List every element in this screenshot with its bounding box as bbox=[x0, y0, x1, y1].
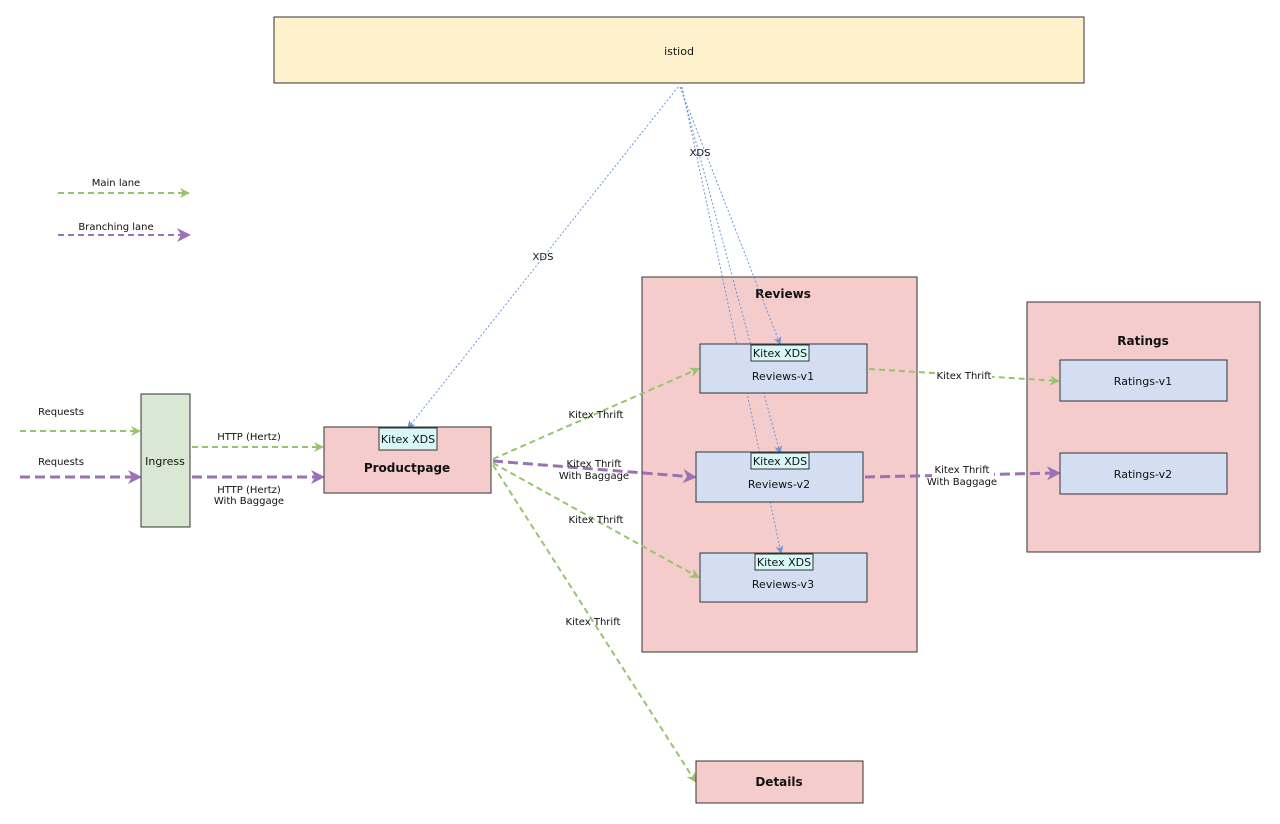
kitex-thrift-reviews-v2-label-line2: With Baggage bbox=[559, 471, 629, 482]
reviews-v2-node[interactable]: Kitex XDS Reviews-v2 bbox=[695, 451, 864, 503]
legend-main-lane-label: Main lane bbox=[92, 178, 140, 189]
reviews-v3-kitex-xds-label: Kitex XDS bbox=[757, 556, 811, 569]
details-label: Details bbox=[755, 775, 802, 789]
productpage-reviews-v2-arrow bbox=[492, 459, 697, 484]
http-hertz-baggage-label-line2: With Baggage bbox=[214, 496, 284, 507]
kitex-thrift-reviews-v2-label-line1: Kitex Thrift bbox=[567, 459, 622, 470]
kitex-thrift-reviews-v1-label: Kitex Thrift bbox=[569, 410, 624, 421]
requests-edges: Requests Requests bbox=[20, 407, 142, 484]
ratings-group[interactable]: Ratings bbox=[1026, 301, 1261, 553]
productpage-node[interactable]: Kitex XDS Productpage bbox=[323, 426, 492, 494]
reviews-v1-kitex-xds-label: Kitex XDS bbox=[753, 347, 807, 360]
reviews-group-title: Reviews bbox=[755, 287, 811, 301]
details-node[interactable]: Details bbox=[695, 760, 864, 804]
kitex-thrift-ratings-v2-label-line1: Kitex Thrift bbox=[935, 465, 990, 476]
reviews-v1-kitex-xds-badge bbox=[750, 344, 810, 362]
productpage-kitex-xds-label: Kitex XDS bbox=[381, 433, 435, 446]
legend: Main lane Branching lane bbox=[58, 178, 191, 242]
xds-line-reviews-v2 bbox=[680, 86, 783, 454]
reviews-v1-label: Reviews-v1 bbox=[752, 370, 814, 383]
productpage-reviews-v1-arrow bbox=[492, 367, 700, 460]
ratings-v2-node[interactable]: Ratings-v2 bbox=[1059, 452, 1228, 495]
kitex-thrift-ratings-v1-label: Kitex Thrift bbox=[937, 371, 992, 382]
productpage-out-edges: Kitex Thrift Kitex Thrift With Baggage K… bbox=[492, 367, 700, 783]
ratings-v1-label: Ratings-v1 bbox=[1114, 375, 1172, 388]
reviews-v2-label: Reviews-v2 bbox=[748, 478, 810, 491]
kitex-thrift-ratings-v2-label-bg bbox=[932, 463, 994, 487]
reviews-v3-kitex-xds-badge bbox=[754, 553, 814, 571]
istiod-node[interactable]: istiod bbox=[273, 16, 1085, 84]
productpage-reviews-v3-arrow bbox=[492, 462, 700, 578]
xds-line-productpage bbox=[407, 86, 679, 429]
kitex-thrift-ratings-v2-label-line2: With Baggage bbox=[927, 477, 997, 488]
ingress-label: Ingress bbox=[145, 455, 185, 468]
http-hertz-baggage-label-line1: HTTP (Hertz) bbox=[217, 485, 281, 496]
ingress-node[interactable]: Ingress bbox=[140, 393, 191, 528]
productpage-kitex-xds-badge bbox=[378, 427, 438, 451]
reviews-v2-kitex-xds-badge bbox=[750, 452, 810, 470]
istiod-label: istiod bbox=[664, 45, 694, 58]
ratings-group-title: Ratings bbox=[1117, 334, 1168, 348]
legend-branching-lane-label: Branching lane bbox=[78, 222, 153, 233]
requests-main-label: Requests bbox=[38, 407, 84, 418]
reviews-v2-kitex-xds-label: Kitex XDS bbox=[753, 455, 807, 468]
reviews-v3-node[interactable]: Kitex XDS Reviews-v3 bbox=[699, 552, 868, 603]
reviews-ratings-edges: Kitex Thrift Kitex Thrift With Baggage bbox=[864, 368, 1061, 488]
productpage-label: Productpage bbox=[364, 461, 450, 475]
requests-branch-label: Requests bbox=[38, 457, 84, 468]
kitex-thrift-details-label: Kitex Thrift bbox=[566, 617, 621, 628]
ratings-v1-node[interactable]: Ratings-v1 bbox=[1059, 359, 1228, 402]
kitex-thrift-ratings-v1-label-bg bbox=[936, 369, 992, 381]
xds-label-productpage: XDS bbox=[533, 252, 554, 263]
http-hertz-label: HTTP (Hertz) bbox=[217, 432, 281, 443]
kitex-thrift-reviews-v3-label: Kitex Thrift bbox=[569, 515, 624, 526]
productpage-details-arrow bbox=[492, 464, 697, 783]
xds-label-reviews: XDS bbox=[690, 148, 711, 159]
xds-line-reviews-v1 bbox=[679, 86, 782, 345]
reviews-v1-node[interactable]: Kitex XDS Reviews-v1 bbox=[699, 343, 868, 394]
ingress-productpage-edges: HTTP (Hertz) HTTP (Hertz) With Baggage bbox=[192, 432, 325, 507]
reviews-v3-label: Reviews-v3 bbox=[752, 578, 814, 591]
ratings-v2-label: Ratings-v2 bbox=[1114, 468, 1172, 481]
